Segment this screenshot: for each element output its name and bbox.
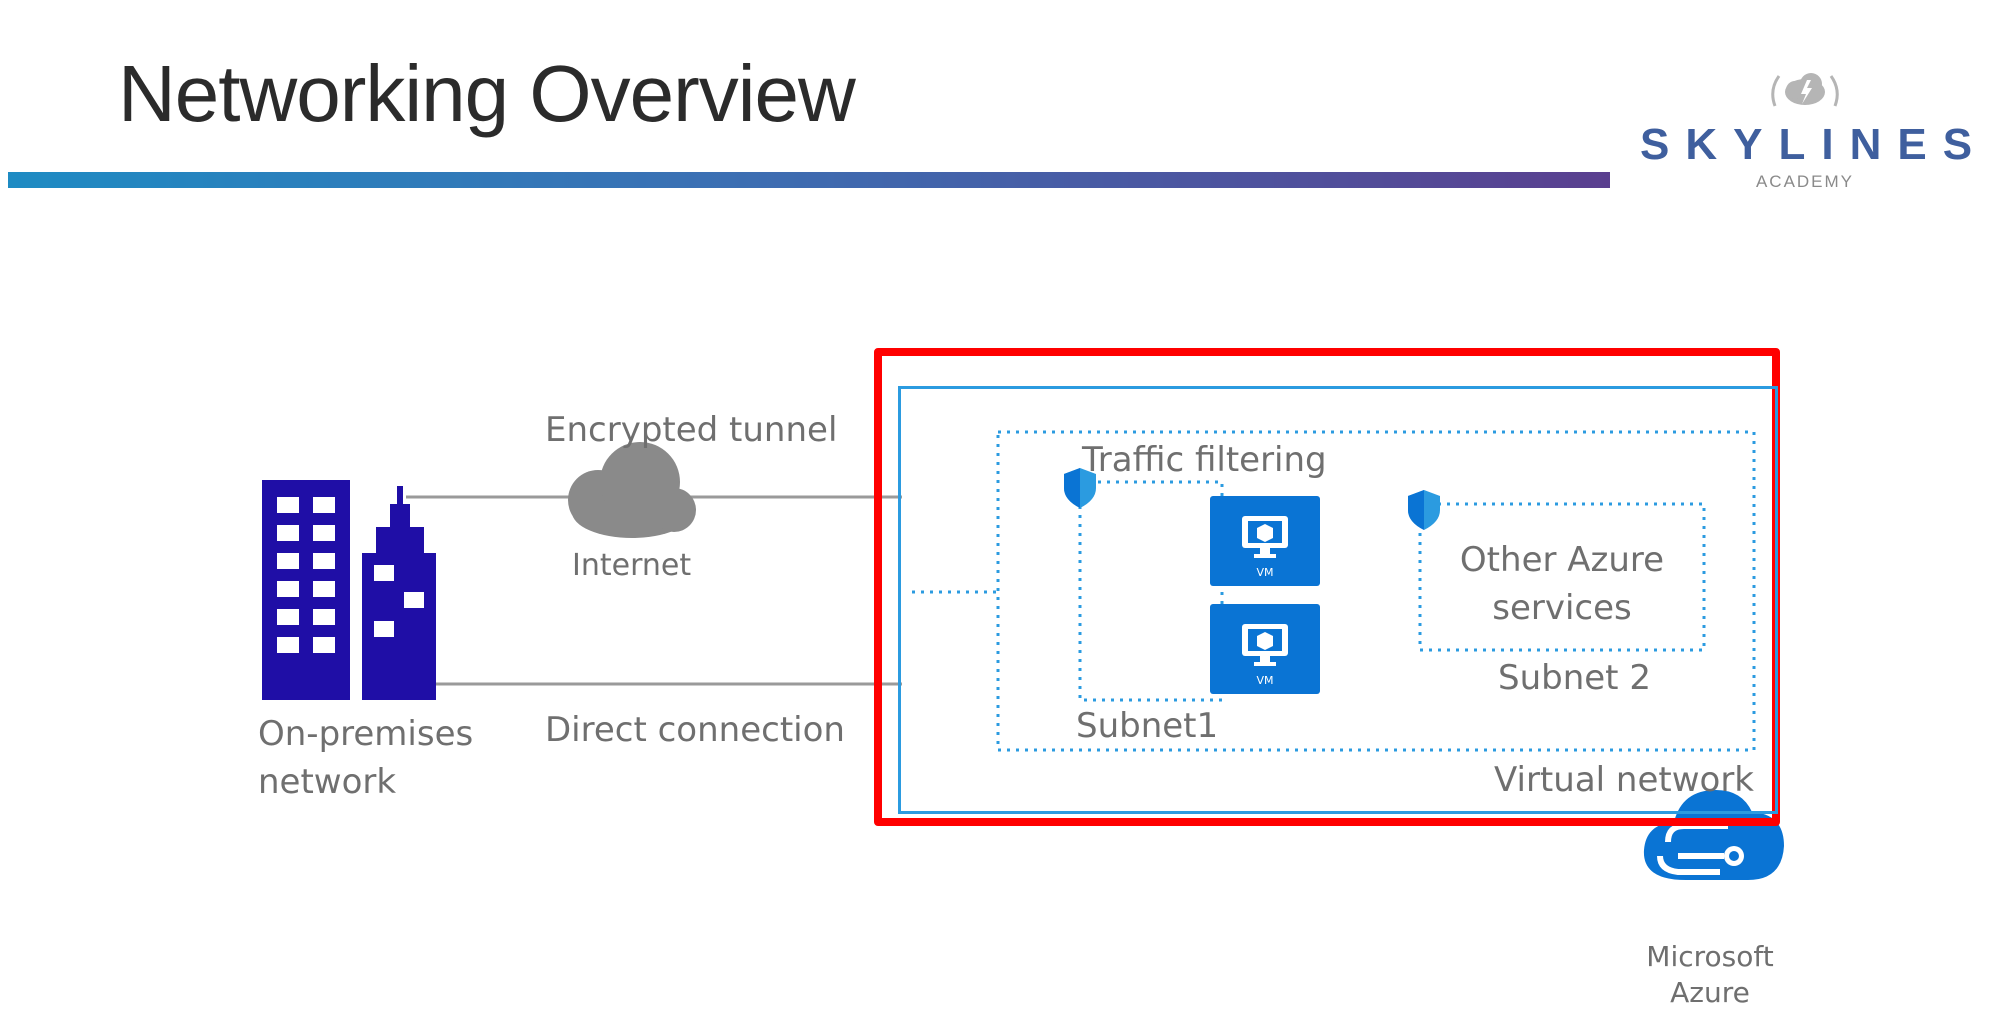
vm-label: VM	[1256, 566, 1274, 579]
subnet2-label: Subnet 2	[1498, 658, 1651, 698]
shield-icon	[1064, 468, 1096, 508]
laurel-cloud-icon	[1771, 73, 1839, 107]
slide-title: Networking Overview	[118, 49, 856, 138]
encrypted-tunnel-label: Encrypted tunnel	[545, 410, 838, 450]
vnet-inner-dotted-box	[996, 430, 1756, 752]
logo-brand-text: SKYLINES	[1640, 120, 1989, 169]
vm-icon: VM	[1210, 496, 1320, 586]
vm-label: VM	[1256, 674, 1274, 687]
virtual-network-box	[898, 386, 1778, 814]
skylines-logo: SKYLINES ACADEMY	[1640, 66, 1989, 196]
azure-label-line1: Microsoft	[1646, 940, 1774, 973]
traffic-filtering-label: Traffic filtering	[1082, 440, 1327, 480]
building-icon	[262, 480, 436, 700]
title-underline-bar	[8, 172, 1610, 188]
other-services-line1: Other Azure	[1459, 540, 1665, 580]
shield-icon	[1408, 490, 1440, 530]
logo-sub-text: ACADEMY	[1755, 172, 1855, 191]
onprem-label-line2: network	[258, 762, 397, 802]
azure-label-line2: Azure	[1670, 976, 1750, 1009]
onprem-label-line1: On-premises	[258, 714, 474, 754]
internet-label: Internet	[572, 548, 692, 583]
vm-icon: VM	[1210, 604, 1320, 694]
direct-connection-label: Direct connection	[545, 710, 845, 750]
internet-cloud-icon	[568, 442, 696, 538]
other-services-line2: services	[1492, 588, 1632, 628]
subnet1-label: Subnet1	[1076, 706, 1219, 746]
virtual-network-label: Virtual network	[1494, 760, 1754, 800]
